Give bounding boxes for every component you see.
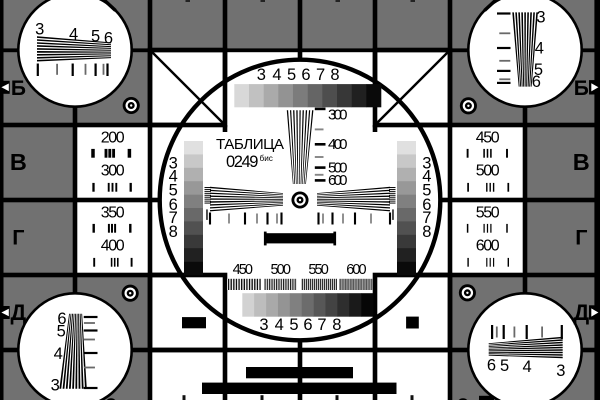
svg-text:Б: Б bbox=[574, 77, 589, 100]
svg-text:450: 450 bbox=[233, 262, 253, 278]
svg-text:8: 8 bbox=[332, 316, 341, 334]
svg-text:Б: Б bbox=[11, 77, 26, 100]
svg-text:5: 5 bbox=[287, 66, 296, 84]
svg-text:Д: Д bbox=[11, 300, 27, 325]
svg-text:5: 5 bbox=[169, 181, 178, 199]
svg-text:3: 3 bbox=[51, 377, 60, 395]
svg-text:500: 500 bbox=[476, 163, 500, 180]
svg-text:4: 4 bbox=[272, 66, 281, 84]
svg-text:Д: Д bbox=[573, 300, 589, 325]
svg-text:6: 6 bbox=[532, 73, 541, 91]
svg-text:7: 7 bbox=[169, 209, 178, 227]
svg-text:8: 8 bbox=[330, 66, 339, 84]
svg-text:ТАБЛИЦА: ТАБЛИЦА bbox=[216, 136, 285, 153]
svg-text:550: 550 bbox=[476, 205, 500, 222]
svg-text:3: 3 bbox=[257, 66, 266, 84]
svg-text:3: 3 bbox=[259, 316, 268, 334]
svg-text:5: 5 bbox=[91, 28, 100, 46]
svg-text:В: В bbox=[10, 149, 27, 175]
svg-text:450: 450 bbox=[476, 130, 500, 147]
svg-text:6: 6 bbox=[169, 196, 178, 214]
svg-text:4: 4 bbox=[523, 358, 532, 376]
svg-text:В: В bbox=[573, 149, 590, 175]
svg-text:5: 5 bbox=[57, 323, 66, 341]
svg-text:5: 5 bbox=[289, 316, 298, 334]
svg-text:6: 6 bbox=[301, 66, 310, 84]
svg-text:бис: бис bbox=[260, 154, 273, 163]
svg-text:4: 4 bbox=[54, 345, 63, 363]
svg-text:5: 5 bbox=[500, 357, 509, 375]
svg-text:4: 4 bbox=[169, 168, 178, 186]
svg-text:5: 5 bbox=[422, 181, 431, 199]
svg-text:500: 500 bbox=[328, 160, 348, 177]
svg-text:5: 5 bbox=[534, 61, 543, 79]
svg-text:400: 400 bbox=[328, 136, 348, 153]
svg-text:7: 7 bbox=[317, 316, 326, 334]
svg-text:6: 6 bbox=[487, 356, 496, 374]
svg-text:600: 600 bbox=[328, 172, 348, 189]
svg-text:4: 4 bbox=[422, 168, 431, 186]
svg-text:300: 300 bbox=[101, 163, 125, 180]
svg-text:4: 4 bbox=[69, 26, 78, 44]
svg-text:3: 3 bbox=[556, 362, 565, 380]
svg-text:400: 400 bbox=[101, 238, 125, 255]
svg-text:6: 6 bbox=[104, 30, 113, 48]
svg-text:7: 7 bbox=[316, 66, 325, 84]
svg-text:3: 3 bbox=[422, 154, 431, 172]
svg-text:7: 7 bbox=[422, 209, 431, 227]
svg-text:3: 3 bbox=[536, 8, 545, 26]
svg-text:8: 8 bbox=[422, 223, 431, 241]
svg-text:3: 3 bbox=[169, 154, 178, 172]
svg-text:550: 550 bbox=[308, 262, 328, 278]
svg-text:6: 6 bbox=[422, 196, 431, 214]
svg-text:8: 8 bbox=[169, 223, 178, 241]
svg-text:350: 350 bbox=[101, 205, 125, 222]
svg-text:Г: Г bbox=[12, 226, 24, 250]
svg-text:4: 4 bbox=[275, 316, 284, 334]
svg-text:500: 500 bbox=[271, 262, 291, 278]
svg-text:200: 200 bbox=[101, 130, 125, 147]
svg-text:Г: Г bbox=[575, 226, 587, 250]
svg-text:300: 300 bbox=[328, 106, 348, 123]
svg-text:6: 6 bbox=[57, 310, 66, 328]
svg-text:4: 4 bbox=[535, 40, 544, 58]
svg-text:600: 600 bbox=[476, 238, 500, 255]
svg-text:3: 3 bbox=[35, 21, 44, 39]
svg-text:6: 6 bbox=[303, 316, 312, 334]
svg-text:600: 600 bbox=[346, 262, 366, 278]
svg-text:0249: 0249 bbox=[226, 153, 259, 171]
